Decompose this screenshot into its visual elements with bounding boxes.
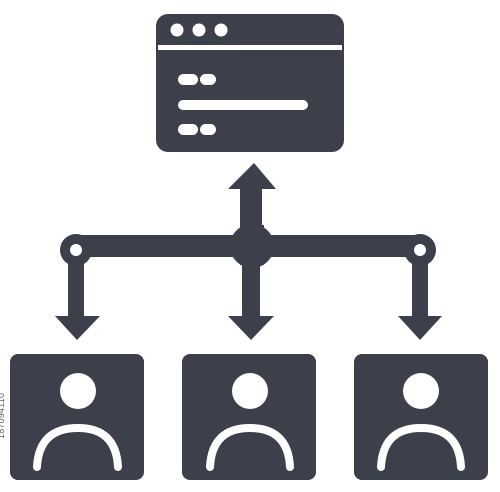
browser-window-icon	[156, 14, 344, 152]
window-dot-1	[170, 23, 184, 37]
content-pill-3	[178, 124, 198, 135]
user-shoulders-center	[206, 423, 294, 471]
connector-center-stem	[240, 225, 264, 265]
user-shoulders-left	[33, 423, 122, 471]
user-icon	[354, 354, 488, 480]
content-pill-4	[200, 124, 216, 135]
browser-titlebar-divider	[158, 45, 342, 50]
arrow-down-center-stem	[242, 262, 260, 318]
user-head-right	[403, 373, 439, 409]
arrow-down-right-head	[398, 316, 442, 340]
arrow-down-right-stem	[412, 262, 428, 318]
connector-left-node-hole	[70, 244, 82, 256]
connector-right-node-hole	[414, 244, 426, 256]
arrow-down-left-stem	[68, 262, 84, 318]
arrow-up-icon	[228, 163, 276, 228]
user-card-left	[10, 354, 144, 480]
arrow-down-left-head	[55, 316, 100, 340]
user-icon	[182, 354, 316, 480]
arrow-down-icon	[398, 262, 442, 340]
window-dot-2	[192, 23, 206, 37]
user-icon	[10, 354, 144, 480]
content-pill-1	[178, 74, 198, 85]
arrow-down-center-head	[228, 316, 274, 340]
stock-id-label: 187094110	[0, 392, 6, 440]
connector-lines	[60, 224, 436, 268]
content-line	[178, 100, 308, 110]
arrow-up-stem	[240, 188, 262, 228]
window-dot-3	[214, 23, 228, 37]
user-head-left	[60, 373, 96, 409]
content-pill-2	[200, 74, 216, 85]
user-head-center	[232, 373, 268, 409]
user-card-right	[354, 354, 488, 480]
user-shoulders-right	[377, 423, 465, 471]
arrow-down-icon	[55, 262, 100, 340]
arrow-up-head	[228, 163, 276, 189]
user-card-center	[182, 354, 316, 480]
arrow-down-icon	[228, 262, 274, 340]
